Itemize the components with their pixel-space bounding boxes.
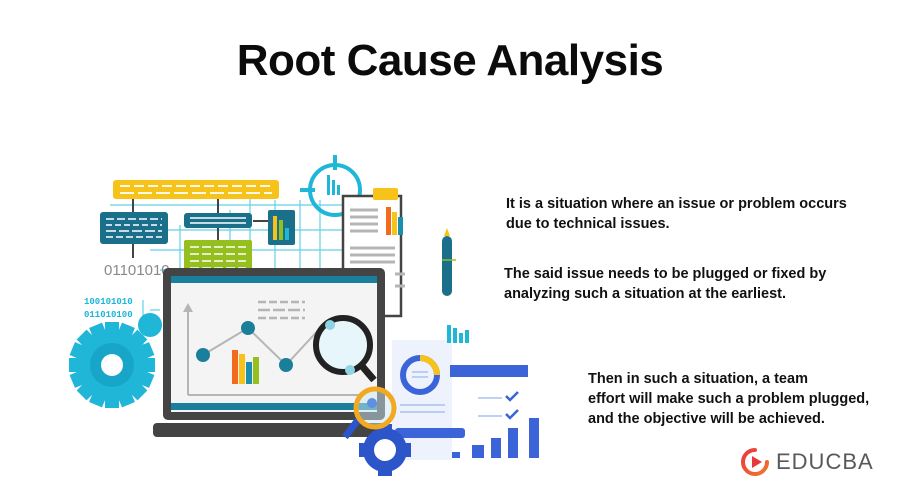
small-magnifier-icon xyxy=(342,386,397,440)
brand-logo[interactable]: EDUCBA xyxy=(740,447,874,477)
binary-label: 01101010 xyxy=(104,262,170,279)
brand-name: EDUCBA xyxy=(776,449,874,474)
donut-chart-document-icon xyxy=(392,340,528,460)
magnifier-icon xyxy=(313,315,377,383)
gear-small-icon xyxy=(359,424,411,476)
description-paragraph-1: It is a situation where an issue or prob… xyxy=(506,196,847,232)
educba-logo-icon xyxy=(741,448,769,476)
laptop-icon xyxy=(153,268,389,437)
target-icon xyxy=(300,155,362,217)
root-cause-illustration: 01101010 100101010 011010100 xyxy=(69,155,539,476)
page-title: Root Cause Analysis xyxy=(236,36,664,85)
pen-icon xyxy=(442,228,456,296)
binary-small-1: 100101010 xyxy=(84,297,133,307)
small-teal-bars-icon xyxy=(447,325,469,343)
description-paragraph-2: The said issue needs to be plugged or fi… xyxy=(504,266,827,302)
flowchart-icon xyxy=(100,180,295,275)
gear-icon xyxy=(69,313,162,408)
grid-background xyxy=(110,195,360,345)
bar-growth-chart-icon xyxy=(452,418,539,458)
binary-small-2: 011010100 xyxy=(84,310,133,320)
description-paragraph-3: Then in such a situation, a team effort … xyxy=(588,371,870,427)
